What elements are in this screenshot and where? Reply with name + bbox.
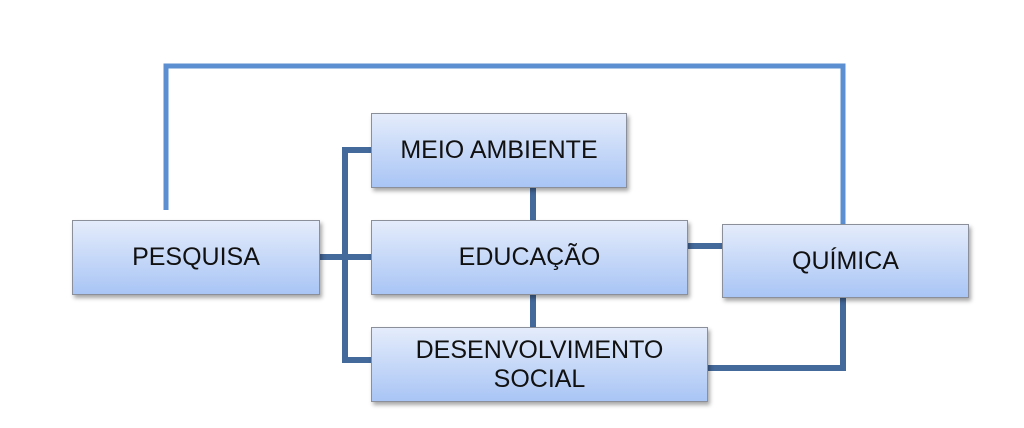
node-label: PESQUISA [132, 243, 260, 272]
node-quimica: QUÍMICA [722, 224, 969, 298]
node-label: MEIO AMBIENTE [400, 136, 598, 165]
bracket-connector [320, 147, 371, 363]
node-pesquisa: PESQUISA [72, 220, 320, 295]
loop-connector-pesquisa-quimica [163, 63, 846, 224]
node-label-line1: DESENVOLVIMENTO [415, 335, 664, 364]
node-meio-ambiente: MEIO AMBIENTE [371, 113, 627, 188]
node-label: QUÍMICA [792, 246, 899, 275]
node-desenvolvimento-social: DESENVOLVIMENTO SOCIAL [371, 327, 708, 402]
node-educacao: EDUCAÇÃO [371, 220, 688, 295]
node-label: EDUCAÇÃO [458, 243, 601, 272]
node-label-line2: SOCIAL [493, 364, 586, 393]
connector-quimica-desenvolvimento [708, 298, 846, 371]
